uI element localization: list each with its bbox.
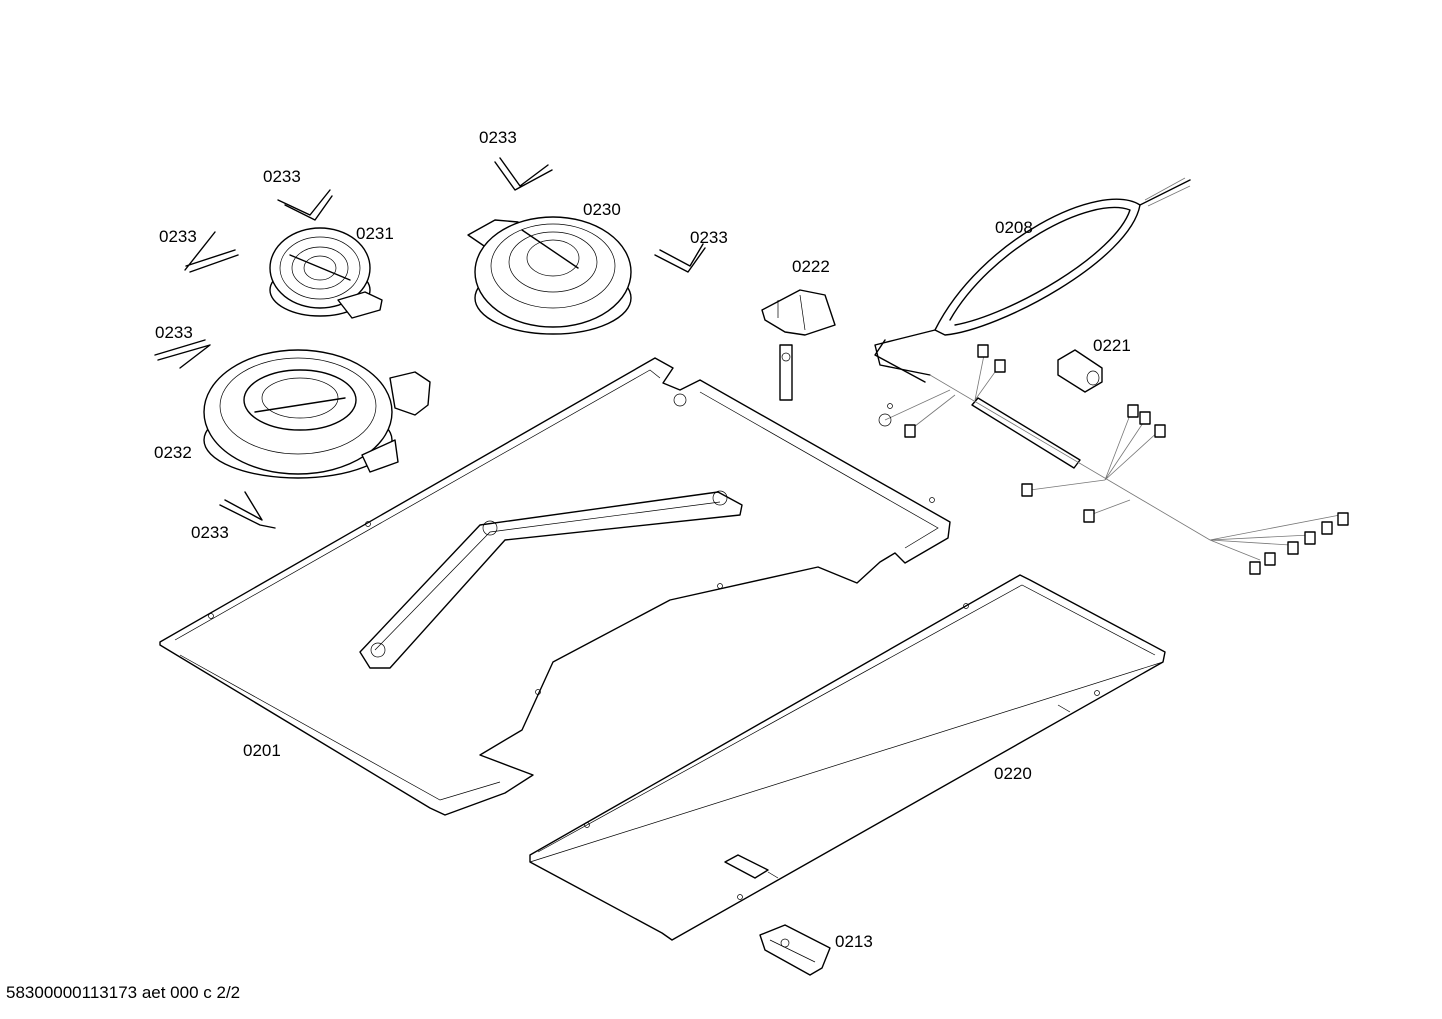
spring-clip-0233-f [219,491,276,529]
label-0232: 0232 [154,443,192,462]
label-0233-e: 0233 [155,323,193,342]
ferrite-0221 [1057,349,1103,393]
bracket-0222 [761,289,836,401]
spring-clip-0233-a [277,189,333,221]
label-0221: 0221 [1093,336,1131,355]
hotplate-0232 [203,349,431,479]
label-0231: 0231 [356,224,394,243]
label-0233-d: 0233 [690,228,728,247]
clip-0213 [759,924,831,976]
hotplate-0231 [269,227,383,319]
base-plate-0201 [159,357,951,816]
label-0233-c: 0233 [159,227,197,246]
label-0208: 0208 [995,218,1033,237]
cable-harness-0208 [874,177,1349,575]
label-0213: 0213 [835,932,873,951]
hotplate-0230 [467,216,632,335]
label-0201: 0201 [243,741,281,760]
label-0222: 0222 [792,257,830,276]
label-0233-a: 0233 [263,167,301,186]
spring-clip-0233-c [184,231,239,273]
spring-clip-0233-d [654,243,706,273]
label-0233-f: 0233 [191,523,229,542]
document-id-footer: 58300000113173 aet 000 c 2/2 [6,983,241,1002]
label-0230: 0230 [583,200,621,219]
label-0220: 0220 [994,764,1032,783]
spring-clip-0233-e [154,339,211,369]
cover-plate-0220 [529,574,1166,941]
label-0233-b: 0233 [479,128,517,147]
spring-clip-0233-b [494,157,553,191]
